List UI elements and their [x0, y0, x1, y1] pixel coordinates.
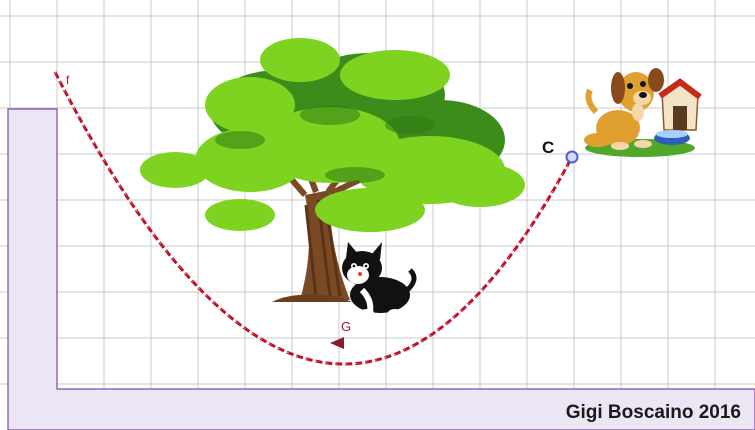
author-credit: Gigi Boscaino 2016: [565, 402, 741, 423]
point-label-c: C: [542, 138, 554, 157]
point-label-g: G: [341, 319, 351, 334]
dog-with-doghouse-icon: [584, 68, 702, 157]
tree-icon: [140, 38, 525, 302]
cat-icon: [342, 242, 417, 317]
curve-f[interactable]: [53, 71, 574, 366]
point-g-marker[interactable]: [330, 337, 344, 349]
shaded-region: [7, 108, 755, 430]
curve-label-f: f: [66, 73, 70, 87]
point-c[interactable]: [565, 150, 579, 164]
